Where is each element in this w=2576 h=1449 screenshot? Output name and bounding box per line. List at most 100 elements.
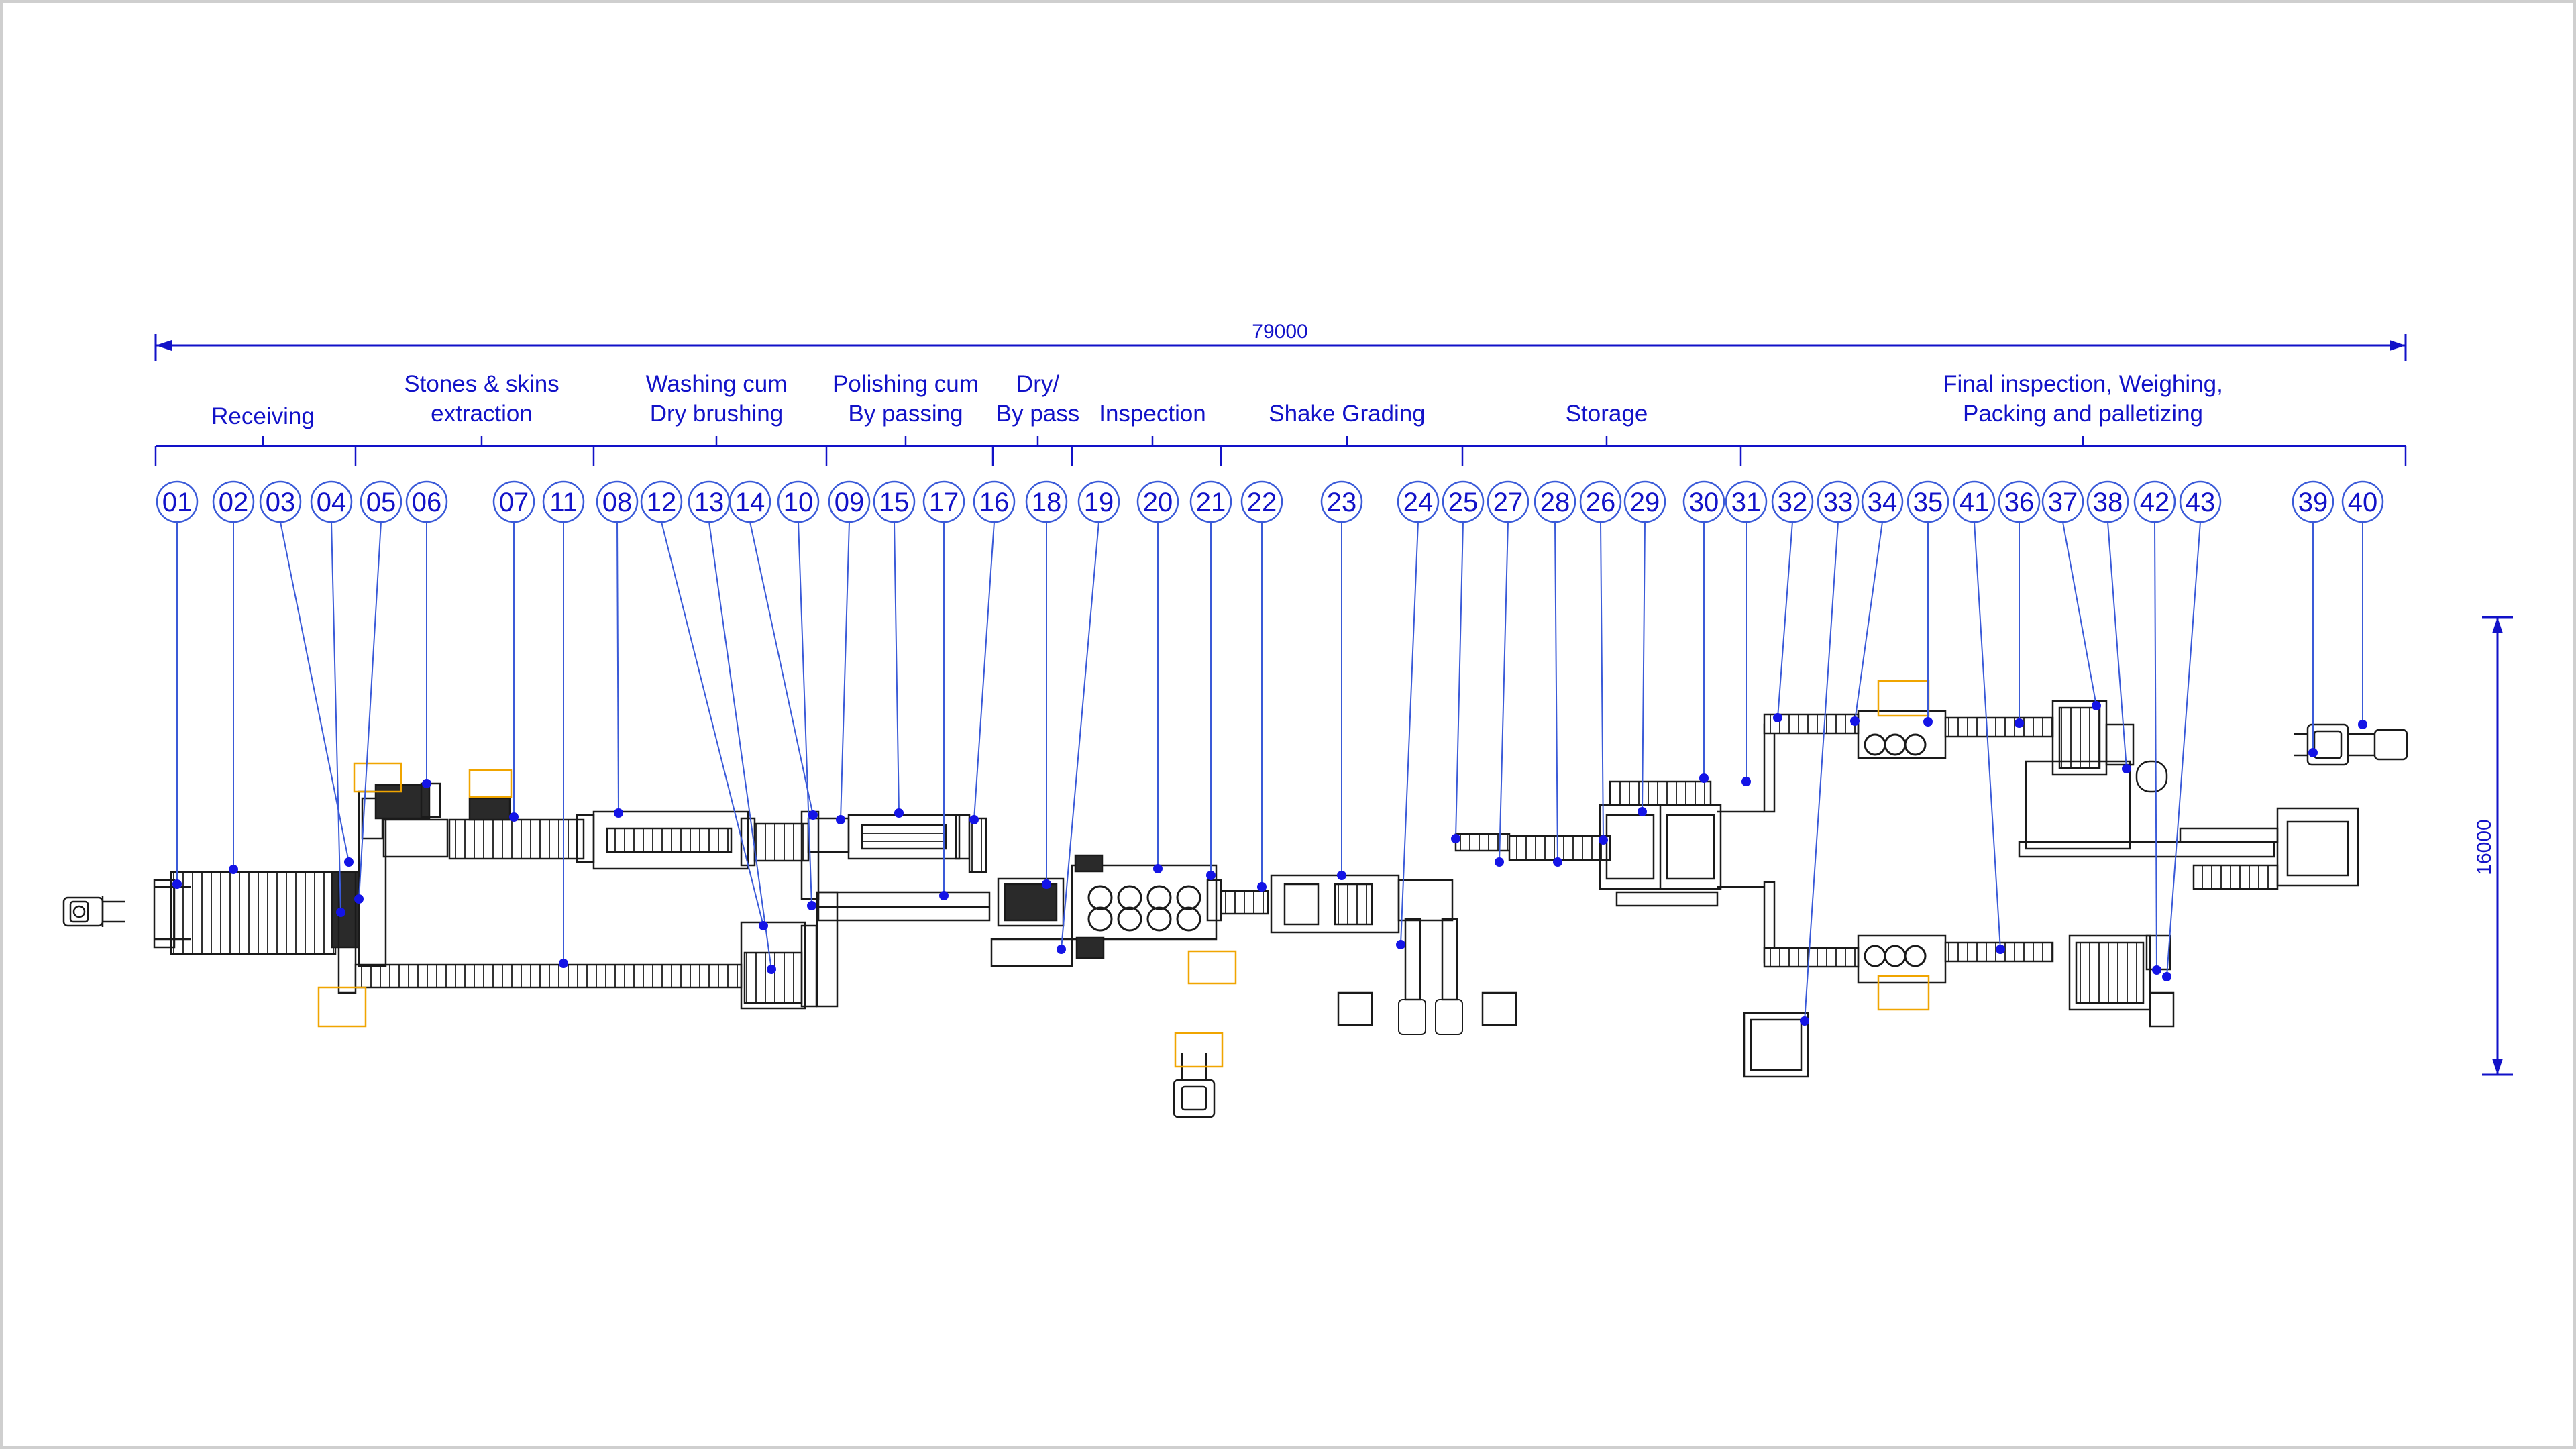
- station-dot-03: [344, 857, 354, 867]
- leader-line-04: [331, 521, 341, 913]
- leader-line-26: [1600, 521, 1604, 841]
- station-balloon-41: 41: [1953, 480, 1996, 523]
- station-number-14: 14: [735, 488, 765, 517]
- station-dot-19: [1057, 945, 1066, 954]
- station-dot-31: [1741, 777, 1751, 786]
- station-number-25: 25: [1448, 488, 1479, 517]
- leader-line-42: [2154, 521, 2157, 971]
- station-dot-27: [1495, 857, 1504, 867]
- station-dot-30: [1699, 773, 1709, 783]
- leader-line-41: [1974, 521, 2001, 950]
- leader-line-43: [2166, 521, 2201, 977]
- station-dot-40: [2358, 720, 2367, 729]
- station-dot-17: [939, 891, 949, 900]
- station-dot-38: [2122, 764, 2131, 773]
- station-number-32: 32: [1778, 488, 1808, 517]
- section-final-inspection-packing: Final inspection, Weighing, Packing and …: [1943, 371, 2223, 427]
- station-number-22: 22: [1247, 488, 1277, 517]
- svg-text:By passing: By passing: [848, 400, 963, 427]
- station-dot-24: [1396, 940, 1405, 949]
- station-balloon-16: 16: [973, 480, 1016, 523]
- svg-text:Storage: Storage: [1566, 400, 1648, 427]
- station-dot-25: [1451, 834, 1460, 843]
- station-number-20: 20: [1143, 488, 1173, 517]
- station-number-03: 03: [266, 488, 296, 517]
- section-bracket: [154, 436, 2407, 466]
- station-number-27: 27: [1493, 488, 1523, 517]
- station-dot-23: [1337, 871, 1346, 880]
- station-balloon-40: 40: [2341, 480, 2384, 523]
- station-dot-08: [614, 808, 623, 818]
- leader-line-29: [1642, 521, 1646, 812]
- svg-text:Final inspection, Weighing,: Final inspection, Weighing,: [1943, 371, 2223, 397]
- station-balloon-09: 09: [828, 480, 871, 523]
- station-balloon-37: 37: [2041, 480, 2084, 523]
- station-balloon-35: 35: [1907, 480, 1949, 523]
- station-balloon-34: 34: [1861, 480, 1904, 523]
- overall-width-label: 16000: [2473, 819, 2496, 875]
- station-balloon-12: 12: [640, 480, 683, 523]
- leader-line-38: [2107, 521, 2127, 769]
- station-dot-10: [807, 901, 816, 910]
- station-dot-21: [1206, 871, 1216, 880]
- leader-line-37: [2062, 521, 2097, 706]
- overall-length-dimension: [154, 334, 2407, 361]
- station-dot-32: [1773, 713, 1782, 722]
- station-dot-34: [1850, 716, 1860, 726]
- station-number-07: 07: [499, 488, 529, 517]
- station-number-28: 28: [1540, 488, 1570, 517]
- station-balloon-21: 21: [1189, 480, 1232, 523]
- leader-line-25: [1455, 521, 1464, 839]
- leader-line-19: [1061, 521, 1099, 950]
- section-inspection: Inspection: [1099, 400, 1206, 427]
- station-number-42: 42: [2140, 488, 2170, 517]
- section-receiving: Receiving: [211, 403, 315, 429]
- station-number-26: 26: [1586, 488, 1616, 517]
- equipment-layout: [62, 680, 2408, 1118]
- station-dot-06: [422, 779, 431, 788]
- station-number-23: 23: [1327, 488, 1357, 517]
- station-balloon-04: 04: [310, 480, 353, 523]
- svg-text:Shake Grading: Shake Grading: [1269, 400, 1425, 427]
- station-balloon-08: 08: [596, 480, 639, 523]
- section-shake-grading: Shake Grading: [1269, 400, 1425, 427]
- svg-text:Polishing cum: Polishing cum: [833, 371, 979, 397]
- section-washing-dry-brushing: Washing cum Dry brushing: [646, 371, 788, 427]
- station-balloon-20: 20: [1136, 480, 1179, 523]
- station-balloon-19: 19: [1077, 480, 1120, 523]
- station-dot-02: [229, 865, 238, 874]
- svg-text:Washing cum: Washing cum: [646, 371, 788, 397]
- leader-line-34: [1854, 521, 1883, 722]
- station-balloon-27: 27: [1487, 480, 1529, 523]
- station-balloon-02: 02: [212, 480, 255, 523]
- station-number-33: 33: [1823, 488, 1854, 517]
- station-number-41: 41: [1960, 488, 1990, 517]
- station-number-13: 13: [694, 488, 724, 517]
- leader-line-14: [749, 521, 814, 816]
- station-dot-15: [894, 808, 904, 818]
- station-number-02: 02: [219, 488, 249, 517]
- station-number-09: 09: [835, 488, 865, 517]
- station-dot-07: [509, 812, 519, 822]
- svg-text:By pass: By pass: [996, 400, 1080, 427]
- station-dot-39: [2308, 748, 2318, 757]
- leader-line-13: [708, 521, 772, 970]
- station-dot-18: [1042, 879, 1051, 889]
- station-number-12: 12: [647, 488, 677, 517]
- leader-line-03: [280, 521, 350, 863]
- station-balloon-25: 25: [1442, 480, 1485, 523]
- leader-line-15: [894, 521, 900, 814]
- station-balloon-01: 01: [156, 480, 199, 523]
- station-number-40: 40: [2348, 488, 2378, 517]
- station-dots: [172, 701, 2367, 1026]
- station-number-06: 06: [412, 488, 442, 517]
- station-dot-43: [2162, 972, 2171, 981]
- station-number-24: 24: [1403, 488, 1434, 517]
- station-balloon-15: 15: [873, 480, 916, 523]
- station-balloon-32: 32: [1771, 480, 1814, 523]
- station-balloon-38: 38: [2086, 480, 2129, 523]
- svg-text:Packing and palletizing: Packing and palletizing: [1963, 400, 2203, 427]
- leader-line-33: [1804, 521, 1839, 1022]
- station-dot-11: [559, 959, 568, 968]
